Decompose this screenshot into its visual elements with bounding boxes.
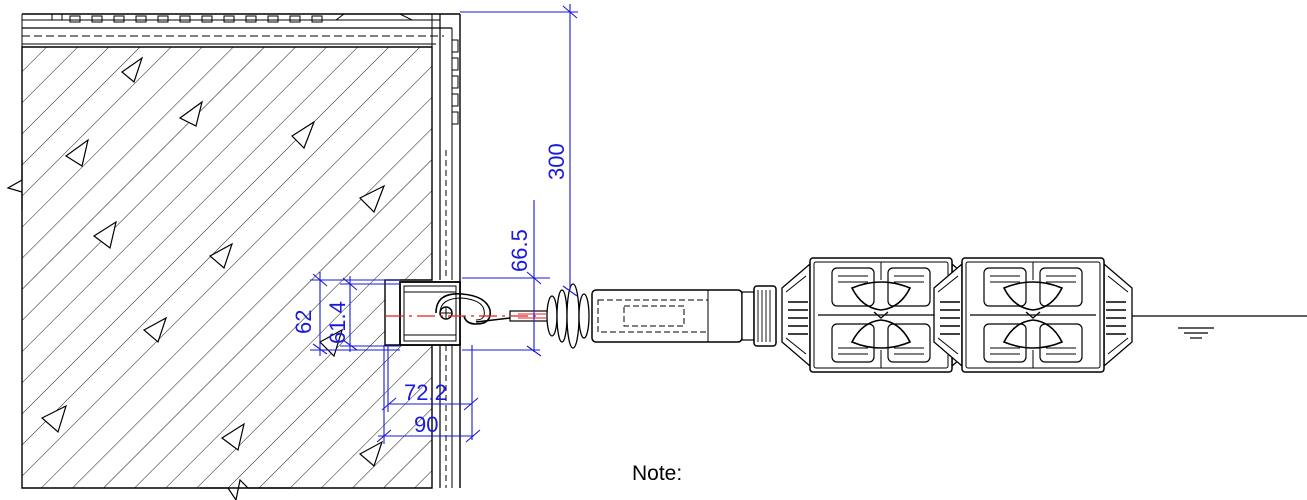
- connector-tube: [591, 285, 777, 347]
- dimension-lines: [310, 4, 578, 444]
- top-edge-rail: [21, 13, 460, 160]
- edge-wall-profile: [431, 14, 461, 488]
- dimension-66-5: 66.5: [507, 229, 532, 272]
- water-level-icon: [1178, 327, 1214, 339]
- dimension-62: 62: [291, 310, 316, 334]
- dimension-300: 300: [544, 143, 569, 180]
- note-label: Note:: [632, 462, 683, 485]
- concrete-slab: [6, 46, 433, 500]
- dimension-90: 90: [414, 412, 438, 437]
- dimension-61-4: 61.4: [325, 301, 350, 344]
- aggregate-symbols: [40, 56, 386, 468]
- dimension-72-2: 72.2: [404, 380, 447, 405]
- shackle-icon: [546, 283, 590, 349]
- float-icon-2: [933, 257, 1133, 373]
- hook-icon: [435, 293, 511, 325]
